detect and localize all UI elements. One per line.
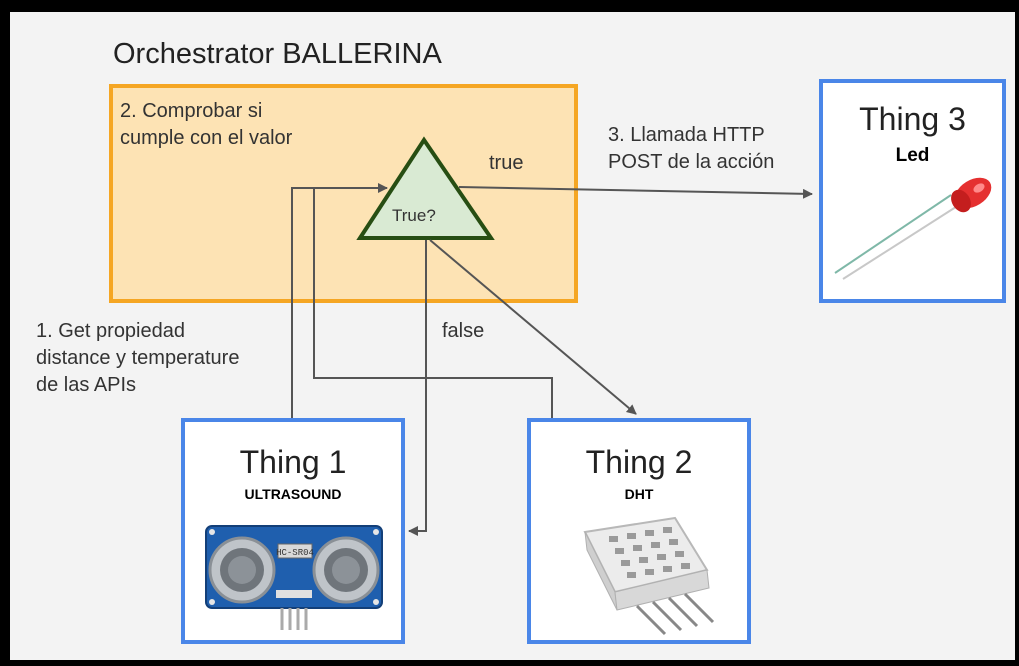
step2-label: 2. Comprobar si cumple con el valor	[120, 98, 292, 152]
edge-true-label: true	[489, 152, 524, 174]
decision-triangle	[356, 136, 495, 240]
arrow-thing2-to-decision	[313, 188, 553, 418]
thing-1-title: Thing 1	[239, 444, 347, 480]
thing-2-node: Thing 2 DHT	[527, 418, 751, 644]
step1-line-1: 1. Get propiedad	[36, 320, 185, 342]
step1-label: 1. Get propiedad distance y temperature …	[36, 318, 239, 399]
step1-line-3: de las APIs	[36, 374, 137, 396]
arrow-true-to-thing3	[458, 186, 813, 199]
edge-false-label: false	[442, 320, 485, 342]
chip-label: HC-SR04	[276, 548, 314, 558]
arrow-thing1-to-decision	[291, 183, 388, 418]
arrow-false-to-thing1	[408, 240, 427, 536]
step3-line-1: 3. Llamada HTTP	[608, 124, 765, 146]
thing-1-node: Thing 1 ULTRASOUND HC-SR04	[181, 418, 405, 644]
thing-2-subtitle: DHT	[624, 486, 654, 502]
thing-1-subtitle: ULTRASOUND	[244, 486, 342, 502]
step3-label: 3. Llamada HTTP POST de la acción	[608, 122, 774, 176]
orchestrator-box	[109, 84, 578, 303]
thing-3-node: Thing 3 Led	[819, 79, 1006, 303]
arrow-false-to-thing2	[429, 239, 637, 415]
step2-line-1: 2. Comprobar si	[120, 100, 263, 122]
red-led-icon	[834, 177, 992, 280]
step1-line-2: distance y temperature	[36, 347, 240, 369]
step3-line-2: POST de la acción	[608, 151, 775, 173]
thing-3-subtitle: Led	[895, 145, 930, 166]
thing-2-title: Thing 2	[585, 444, 693, 480]
ultrasonic-sensor-icon: HC-SR04	[205, 525, 383, 630]
dht-sensor-icon	[583, 516, 715, 636]
decision-label: True?	[392, 206, 436, 225]
step2-line-2: cumple con el valor	[120, 127, 293, 149]
diagram-title: Orchestrator BALLERINA	[113, 38, 442, 70]
thing-3-title: Thing 3	[859, 101, 966, 137]
